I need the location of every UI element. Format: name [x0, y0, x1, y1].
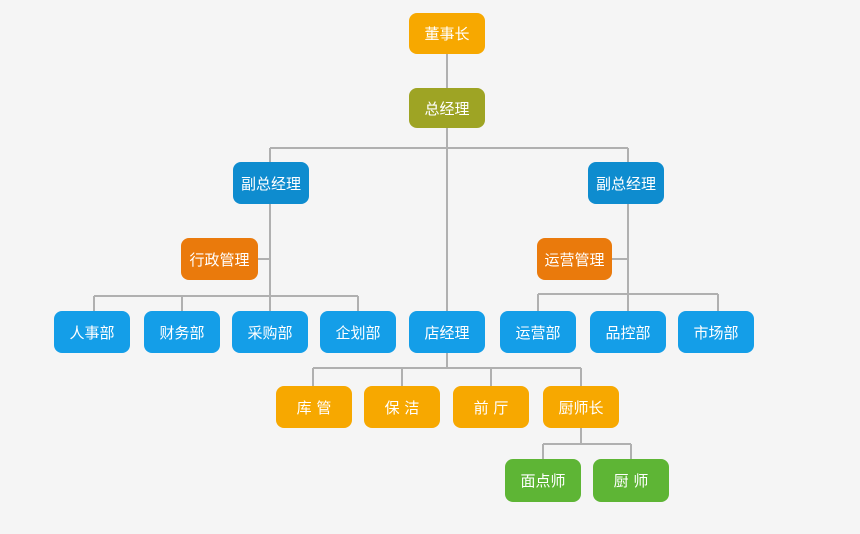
node-quality-control-dept: 品控部 [590, 311, 666, 353]
node-chef: 厨 师 [593, 459, 669, 502]
node-cleaning: 保 洁 [364, 386, 440, 428]
node-procurement-dept: 采购部 [232, 311, 308, 353]
node-hr-dept: 人事部 [54, 311, 130, 353]
node-store-manager: 店经理 [409, 311, 485, 353]
node-warehouse: 库 管 [276, 386, 352, 428]
node-operations-dept: 运营部 [500, 311, 576, 353]
connector-right-depts [537, 293, 719, 311]
node-marketing-dept: 市场部 [678, 311, 754, 353]
node-pastry-chef: 面点师 [505, 459, 581, 502]
node-planning-dept: 企划部 [320, 311, 396, 353]
connector-kitchen [542, 428, 632, 459]
node-operations-management: 运营管理 [537, 238, 612, 280]
node-deputy-gm-left: 副总经理 [233, 162, 309, 204]
node-admin-management: 行政管理 [181, 238, 258, 280]
node-deputy-gm-right: 副总经理 [588, 162, 664, 204]
node-head-chef: 厨师长 [543, 386, 619, 428]
connector-store-staff [312, 353, 582, 386]
connector-gm-branch [269, 128, 629, 162]
node-general-manager: 总经理 [409, 88, 485, 128]
node-chairman: 董事长 [409, 13, 485, 54]
node-front-hall: 前 厅 [453, 386, 529, 428]
node-finance-dept: 财务部 [144, 311, 220, 353]
connector-left-depts [93, 295, 359, 311]
